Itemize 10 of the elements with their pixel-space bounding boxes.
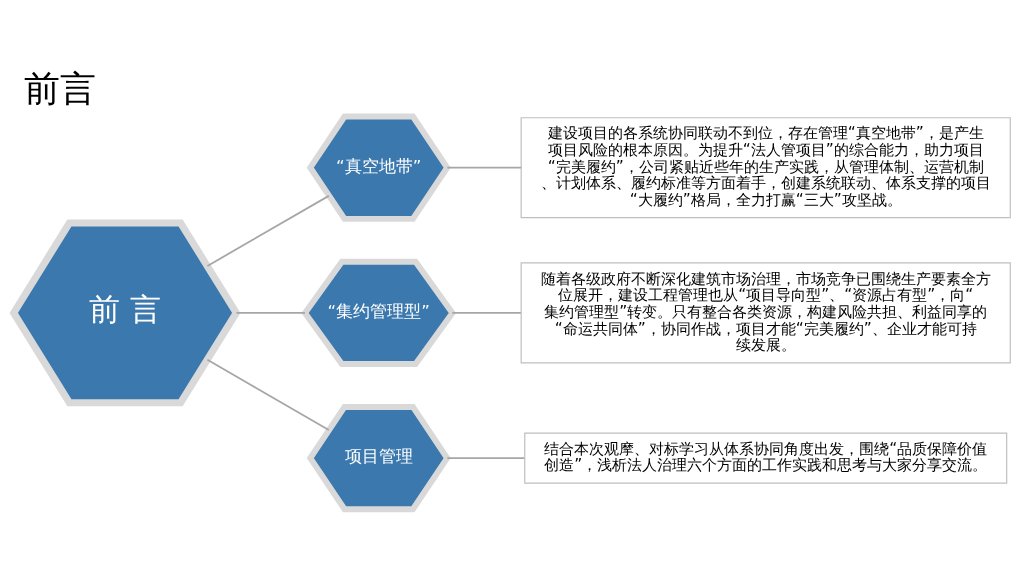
connector [206, 358, 330, 431]
diagram-title: 前言 [23, 67, 96, 109]
connector [206, 194, 330, 267]
node-box: 随着各级政府不断深化建筑市场治理，市场竞争已围绕生产要素全方位展开，建设工程管理也从“项目导向型”、“资源占有型”，向“集约管理型”转变。只有整合各类资源，构建风险共担、利益同享的“命运共同体”，协同作战，项目才能“完美履约”、企业才能可持续发展。 [520, 261, 1011, 363]
connector [446, 456, 526, 459]
node-box: 结合本次观摩、对标学习从体系协同角度出发，围绕“品质保障价值创造”，浅析法人治理六个方面的工作实践和思考与大家分享交流。 [524, 432, 1008, 484]
connector [235, 311, 306, 314]
connector [451, 311, 522, 314]
node-box: 建设项目的各系统协同联动不到位，存在管理“真空地带”，是产生项目风险的根本原因。为提升“法人管项目”的综合能力，助力项目“完美履约”，公司紧贴近些年的生产实践，从管理体制、运营机制、计划体系、履约标准等方面着手，创建系统联动、体系支撑的项目“大履约”格局，全力打赢“三大”攻坚战。 [520, 116, 1011, 218]
connector [446, 166, 523, 169]
